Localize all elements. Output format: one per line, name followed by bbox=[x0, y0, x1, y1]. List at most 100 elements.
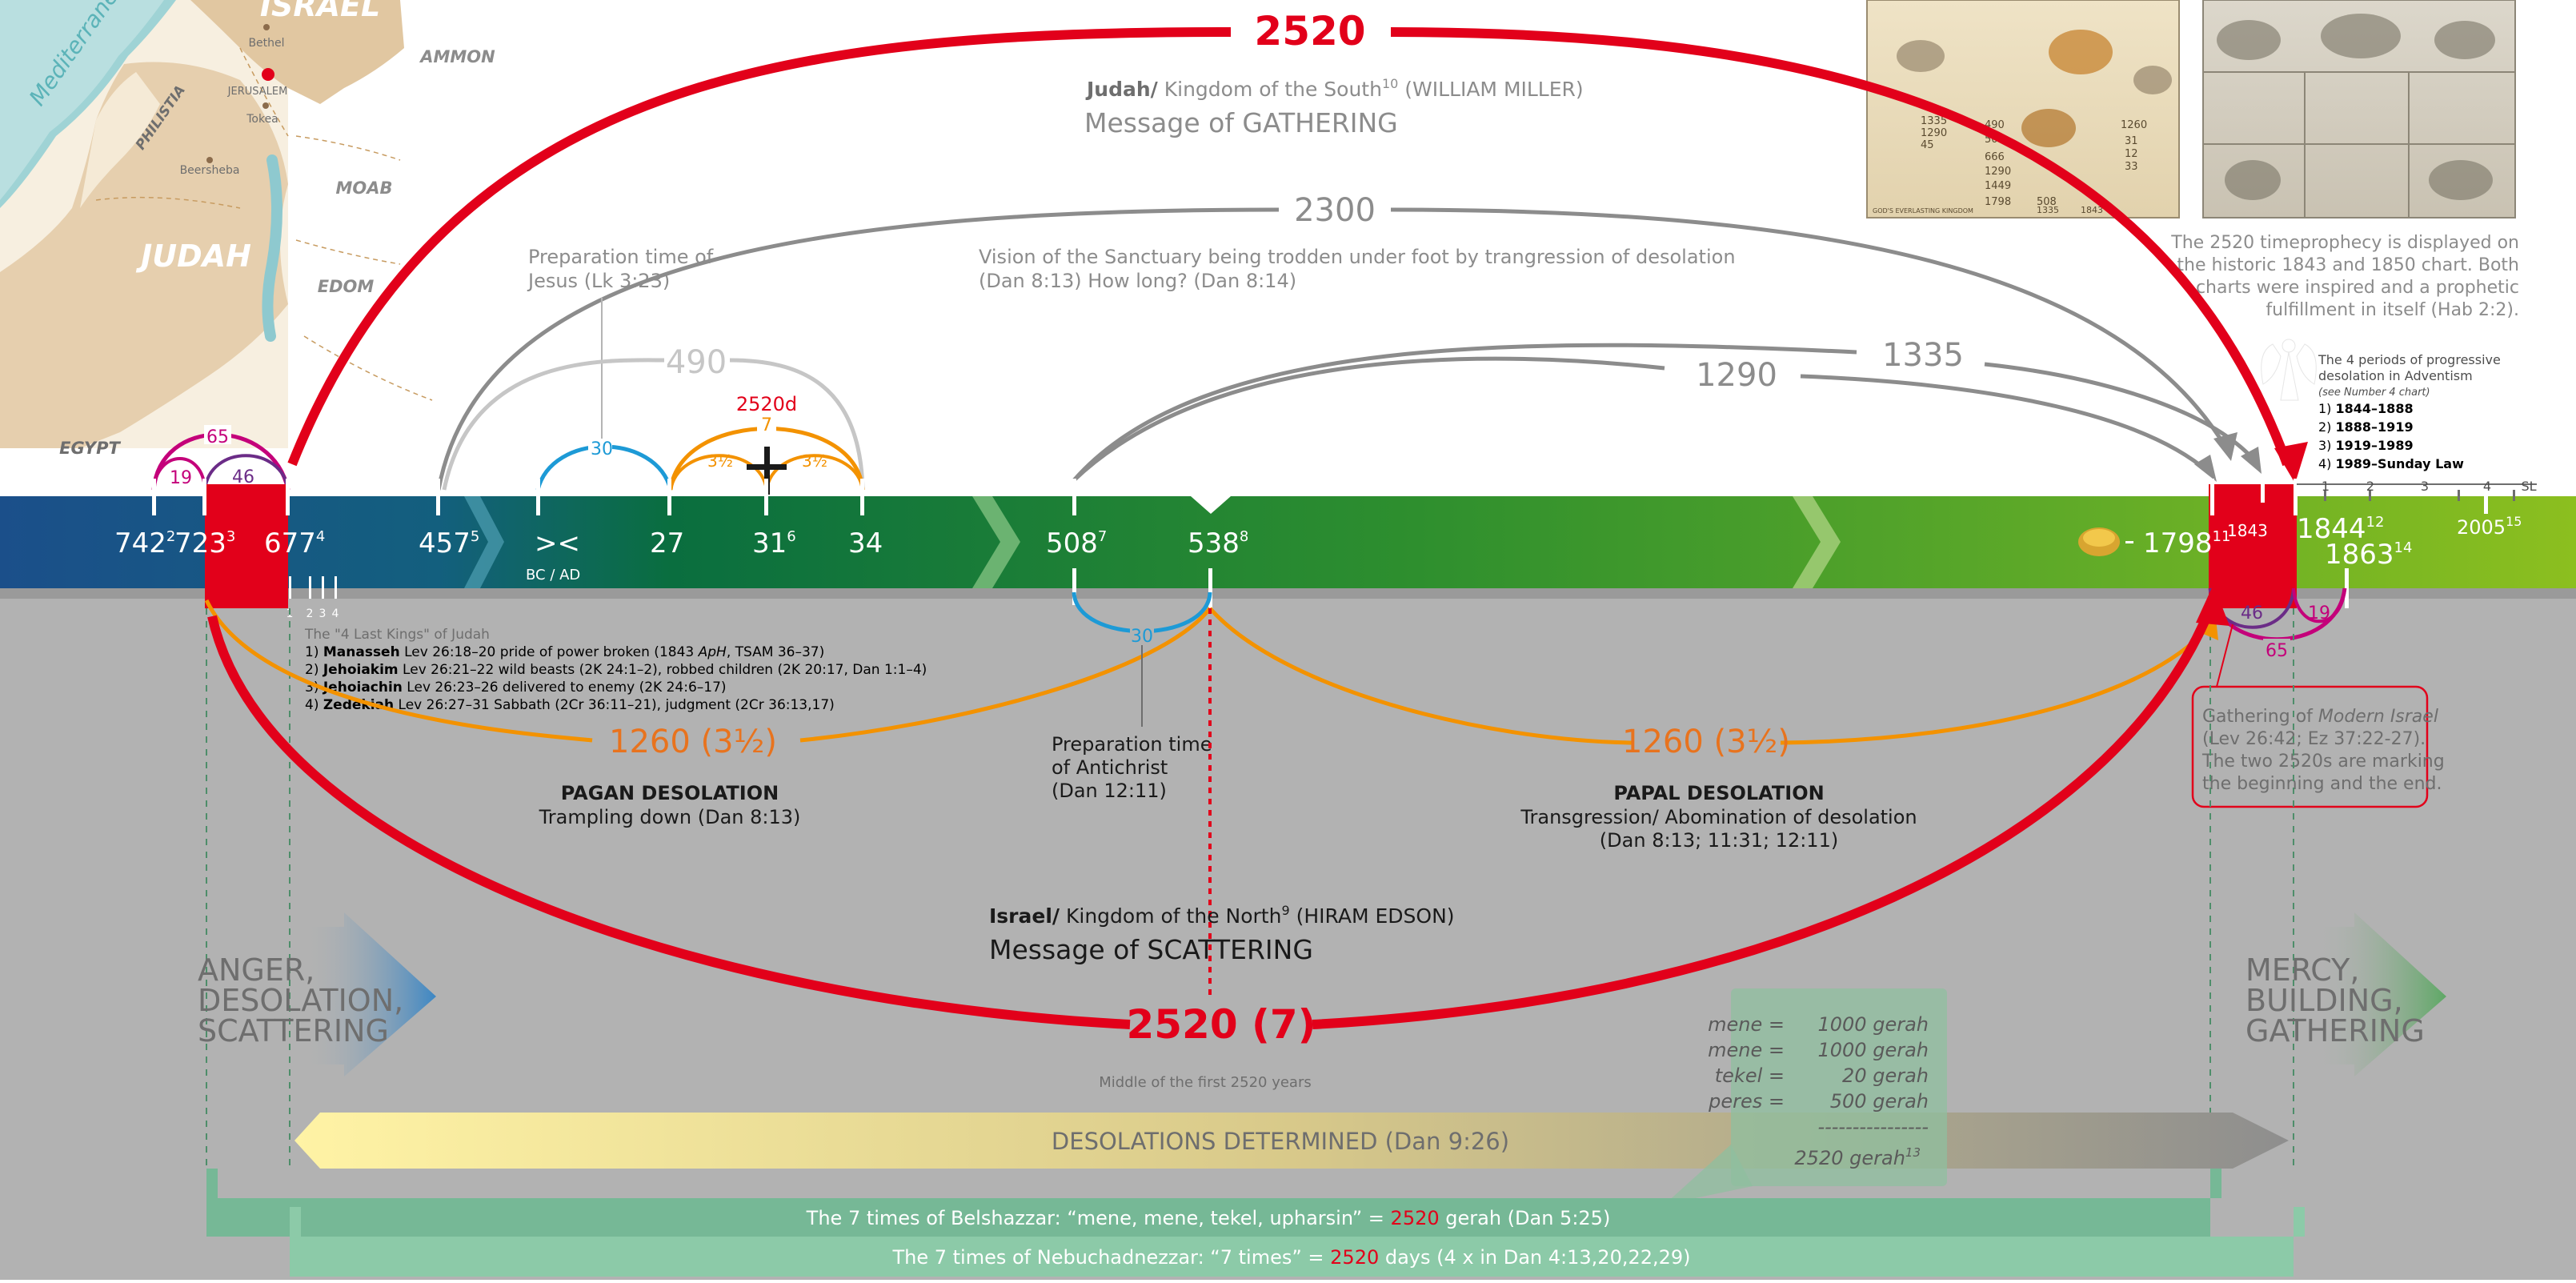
gathering-line4: the beginning and the end. bbox=[2202, 774, 2442, 794]
bcad-mark: >< bbox=[535, 527, 580, 559]
map-label-israel: ISRAEL bbox=[260, 0, 380, 23]
anger-line2: DESOLATION, bbox=[198, 983, 403, 1018]
peres-value: 500 gerah bbox=[1830, 1090, 1929, 1113]
king-2: 2) Jehoiakim Lev 26:21–22 wild beasts (2… bbox=[305, 662, 927, 678]
mercy-line3: GATHERING bbox=[2245, 1013, 2425, 1048]
chevron-marker bbox=[464, 496, 504, 588]
year-1863: 186314 bbox=[2325, 539, 2412, 571]
mene-word: mene = bbox=[1708, 1013, 1785, 1036]
label-65-bottom: 65 bbox=[2266, 641, 2288, 661]
mercy-arrow bbox=[2313, 912, 2446, 1077]
mene-word: mene = bbox=[1708, 1039, 1785, 1061]
prep-antichrist-3: (Dan 12:11) bbox=[1052, 780, 1167, 802]
arc-2300-left bbox=[436, 207, 1280, 491]
city-dot-beersheba bbox=[206, 157, 213, 163]
pagan-desolation-sub: Trampling down (Dan 8:13) bbox=[539, 806, 801, 828]
label-2300: 2300 bbox=[1294, 192, 1376, 229]
bcad-label: BC / AD bbox=[526, 567, 580, 583]
label-2520d: 2520d bbox=[736, 393, 797, 415]
gathering-line2: (Lev 26:42; Ez 37:22-27). bbox=[2202, 729, 2426, 749]
arrowhead-2520-top bbox=[2274, 442, 2308, 483]
city-dot-bethel bbox=[263, 24, 270, 30]
king-1: 1) Manasseh Lev 26:18–20 pride of power … bbox=[305, 644, 824, 660]
arc-19-top bbox=[152, 457, 206, 491]
label-30-bottom: 30 bbox=[1131, 627, 1153, 647]
mene-value: 1000 gerah bbox=[1818, 1039, 1929, 1061]
period-3: 3) 1919–1989 bbox=[2318, 438, 2414, 453]
arc-2520-top-left bbox=[287, 27, 1232, 467]
city-jerusalem: JERUSALEM bbox=[227, 86, 288, 98]
periods-title-2: desolation in Adventism bbox=[2318, 368, 2473, 383]
charts-caption-line4: fulfillment in itself (Hab 2:2). bbox=[2266, 300, 2519, 320]
anger-arrow bbox=[302, 912, 436, 1077]
king-4: 4) Zedekiah Lev 26:27–31 Sabbath (2Cr 36… bbox=[305, 697, 835, 713]
arc-1335-right bbox=[1984, 362, 2257, 463]
tekel-value: 20 gerah bbox=[1842, 1064, 1929, 1087]
chart1-number: 12 bbox=[2125, 148, 2138, 160]
arc-1260-left-b bbox=[799, 607, 1212, 743]
label-7: 7 bbox=[761, 415, 772, 435]
chart1-footer: GOD'S EVERLASTING KINGDOM bbox=[1873, 207, 1973, 215]
chart1-number: 1798 bbox=[1985, 196, 2011, 208]
arc-2520-top-right bbox=[1390, 27, 2292, 467]
prep-antichrist-1: Preparation time bbox=[1052, 733, 1212, 756]
city-bethel: Bethel bbox=[248, 37, 284, 50]
chart1-number: 666 bbox=[1985, 151, 2005, 163]
band-nebuchadnezzar bbox=[290, 1237, 2294, 1277]
tick-posts bbox=[152, 479, 2488, 608]
year-457: 4575 bbox=[419, 527, 479, 559]
arc-490-left bbox=[442, 358, 665, 491]
year-1844: 184412 bbox=[2297, 513, 2384, 545]
chart1-number: 33 bbox=[2125, 161, 2138, 173]
city-tokea: Tokea bbox=[246, 113, 278, 126]
charts-caption-line3: charts were inspired and a prophetic bbox=[2196, 278, 2519, 298]
desolations-label: DESOLATIONS DETERMINED (Dan 9:26) bbox=[1052, 1128, 1509, 1155]
chart1-number: 1290 bbox=[1985, 166, 2011, 178]
year-1843: 1843 bbox=[2227, 521, 2268, 540]
chart1-number: 1335 bbox=[1921, 115, 1947, 127]
periods-sub: (see Number 4 chart) bbox=[2318, 387, 2430, 399]
arc-1335-left bbox=[1072, 343, 1857, 482]
anger-line1: ANGER, bbox=[198, 952, 314, 988]
chevron-marker bbox=[1793, 496, 1841, 588]
judah-kingdom-label: Judah/ Kingdom of the South10 (WILLIAM M… bbox=[1085, 76, 1584, 101]
label-30-top: 30 bbox=[591, 439, 613, 459]
map-label-judah: JUDAH bbox=[135, 239, 251, 274]
year-508: 5087 bbox=[1046, 527, 1107, 559]
label-46-top: 46 bbox=[232, 467, 254, 487]
king-3: 3) Jehoiachin Lev 26:23–26 delivered to … bbox=[305, 680, 727, 696]
label-1260-left: 1260 (3½) bbox=[609, 724, 777, 760]
right-tick-label: SL bbox=[2521, 479, 2536, 494]
city-dot-jerusalem bbox=[262, 68, 274, 81]
gathering-line3: The two 2520s are marking bbox=[2201, 752, 2445, 772]
dashed-guides bbox=[206, 608, 2294, 1169]
vision-line-1: Vision of the Sanctuary being trodden un… bbox=[979, 246, 1736, 268]
middle-of-2520-caption: Middle of the first 2520 years bbox=[1099, 1074, 1311, 1091]
mene-total: 2520 gerah13 bbox=[1794, 1145, 1921, 1169]
message-of-gathering: Message of GATHERING bbox=[1084, 107, 1398, 138]
map-label-moab: MOAB bbox=[335, 178, 392, 198]
arc-2300-right bbox=[1390, 207, 2229, 450]
gathering-box bbox=[2191, 685, 2429, 808]
label-1335: 1335 bbox=[1882, 337, 1964, 374]
chart1-number: 31 bbox=[2125, 135, 2138, 147]
papal-desolation-title: PAPAL DESOLATION bbox=[1613, 782, 1824, 804]
timeline-years: 7422 7233 6774 4575 >< BC / AD 27 316 34… bbox=[114, 513, 2522, 583]
label-3half-left: 3½ bbox=[707, 451, 733, 471]
chart1-number: 1260 bbox=[2121, 119, 2147, 131]
year-34: 34 bbox=[848, 527, 883, 559]
band-belshazzar-text: The 7 times of Belshazzar: “mene, mene, … bbox=[806, 1207, 1611, 1229]
arrowhead-1290 bbox=[2194, 455, 2217, 482]
prep-jesus-line1: Preparation time of bbox=[528, 246, 714, 268]
chevron-marker bbox=[972, 496, 1020, 588]
label-46-bottom: 46 bbox=[2241, 603, 2263, 623]
map-label-edom: EDOM bbox=[318, 277, 375, 296]
mene-rows: mene = 1000 gerah mene = 1000 gerah teke… bbox=[1708, 1013, 1929, 1169]
year-538: 5388 bbox=[1188, 527, 1248, 559]
arc-19-bottom bbox=[2292, 587, 2346, 623]
year-677: 6774 bbox=[264, 527, 325, 559]
king-tick-label: 2 bbox=[306, 607, 314, 620]
chart1-number: 1290 bbox=[1921, 127, 1947, 139]
gathering-pointer bbox=[2216, 623, 2233, 688]
